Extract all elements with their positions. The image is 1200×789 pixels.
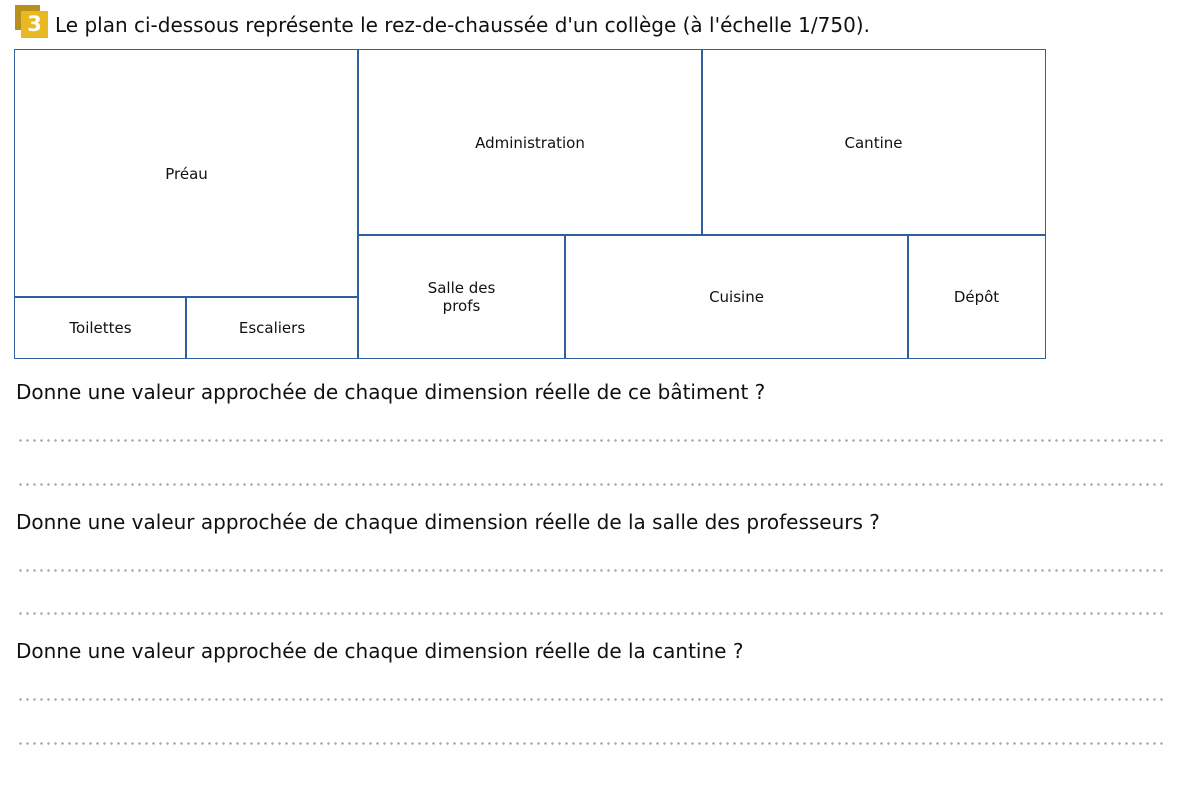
answer-line[interactable] <box>17 569 1167 572</box>
room-preau: Préau <box>14 49 359 298</box>
question-2: Donne une valeur approchée de chaque dim… <box>16 510 880 534</box>
room-label: Cuisine <box>709 287 764 306</box>
room-depot: Dépôt <box>907 234 1046 359</box>
answer-line[interactable] <box>17 483 1167 486</box>
answer-line[interactable] <box>17 698 1167 701</box>
exercise-title: Le plan ci-dessous représente le rez-de-… <box>55 13 870 37</box>
room-label: Dépôt <box>953 287 1000 306</box>
room-cantine: Cantine <box>701 49 1046 236</box>
room-toilettes: Toilettes <box>14 296 187 359</box>
answer-line[interactable] <box>17 612 1167 615</box>
room-label: Cantine <box>844 133 903 152</box>
room-label: Préau <box>165 164 208 183</box>
room-administration: Administration <box>357 49 703 236</box>
room-label: Escaliers <box>238 318 306 337</box>
room-label: Salle des <box>427 278 496 297</box>
exercise-number-badge: 3 <box>21 11 48 38</box>
question-1: Donne une valeur approchée de chaque dim… <box>16 380 766 404</box>
answer-line[interactable] <box>17 742 1167 745</box>
room-label: Administration <box>475 133 585 152</box>
answer-line[interactable] <box>17 439 1167 442</box>
room-escaliers: Escaliers <box>185 296 359 359</box>
room-label: profs <box>442 296 481 315</box>
room-cuisine: Cuisine <box>564 234 909 359</box>
room-label: Toilettes <box>69 318 132 337</box>
question-3: Donne une valeur approchée de chaque dim… <box>16 639 744 663</box>
